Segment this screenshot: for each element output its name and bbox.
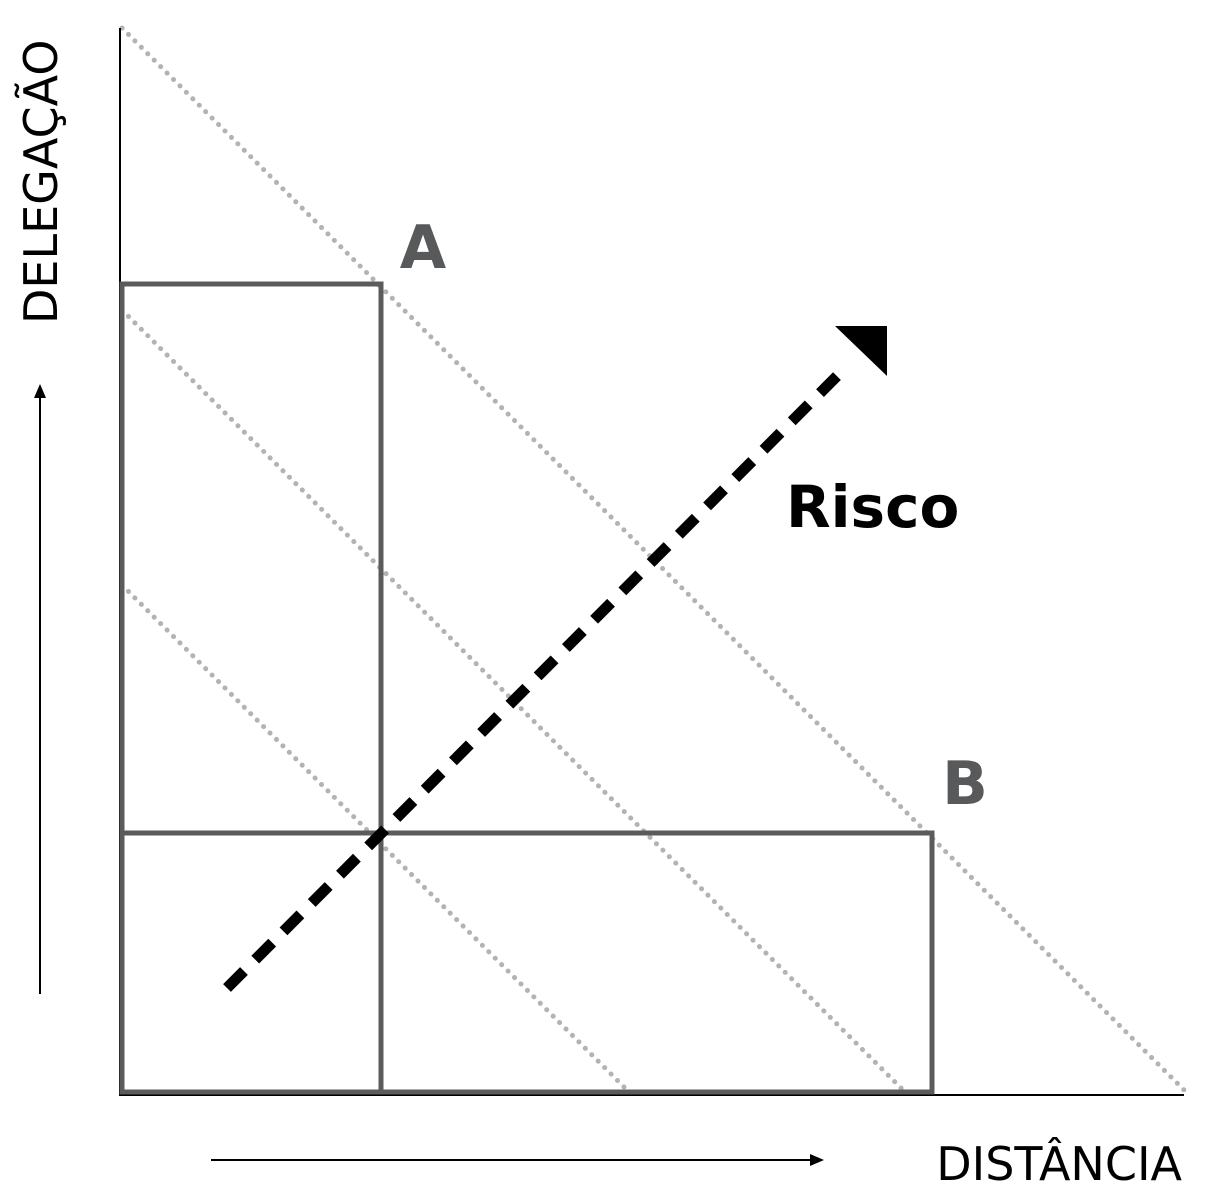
right-arrow-icon [810, 1154, 824, 1166]
rectangle-b [119, 830, 935, 1095]
rectangle-a [119, 281, 384, 1095]
risk-arrowhead-icon [835, 326, 887, 376]
risk-arrow [223, 326, 887, 992]
risk-label: Risco [786, 473, 959, 541]
x-axis-label: DISTÂNCIA [936, 1137, 1182, 1191]
risk-arrow-shaft [223, 361, 852, 992]
option-rectangles [119, 281, 935, 1095]
point-b-label: B [942, 749, 988, 819]
y-axis-label: DELEGAÇÃO [14, 40, 68, 324]
point-a-label: A [400, 213, 447, 283]
axis-direction-arrows [34, 384, 824, 1166]
up-arrow-icon [34, 384, 46, 398]
iso-line-inner [119, 582, 633, 1096]
